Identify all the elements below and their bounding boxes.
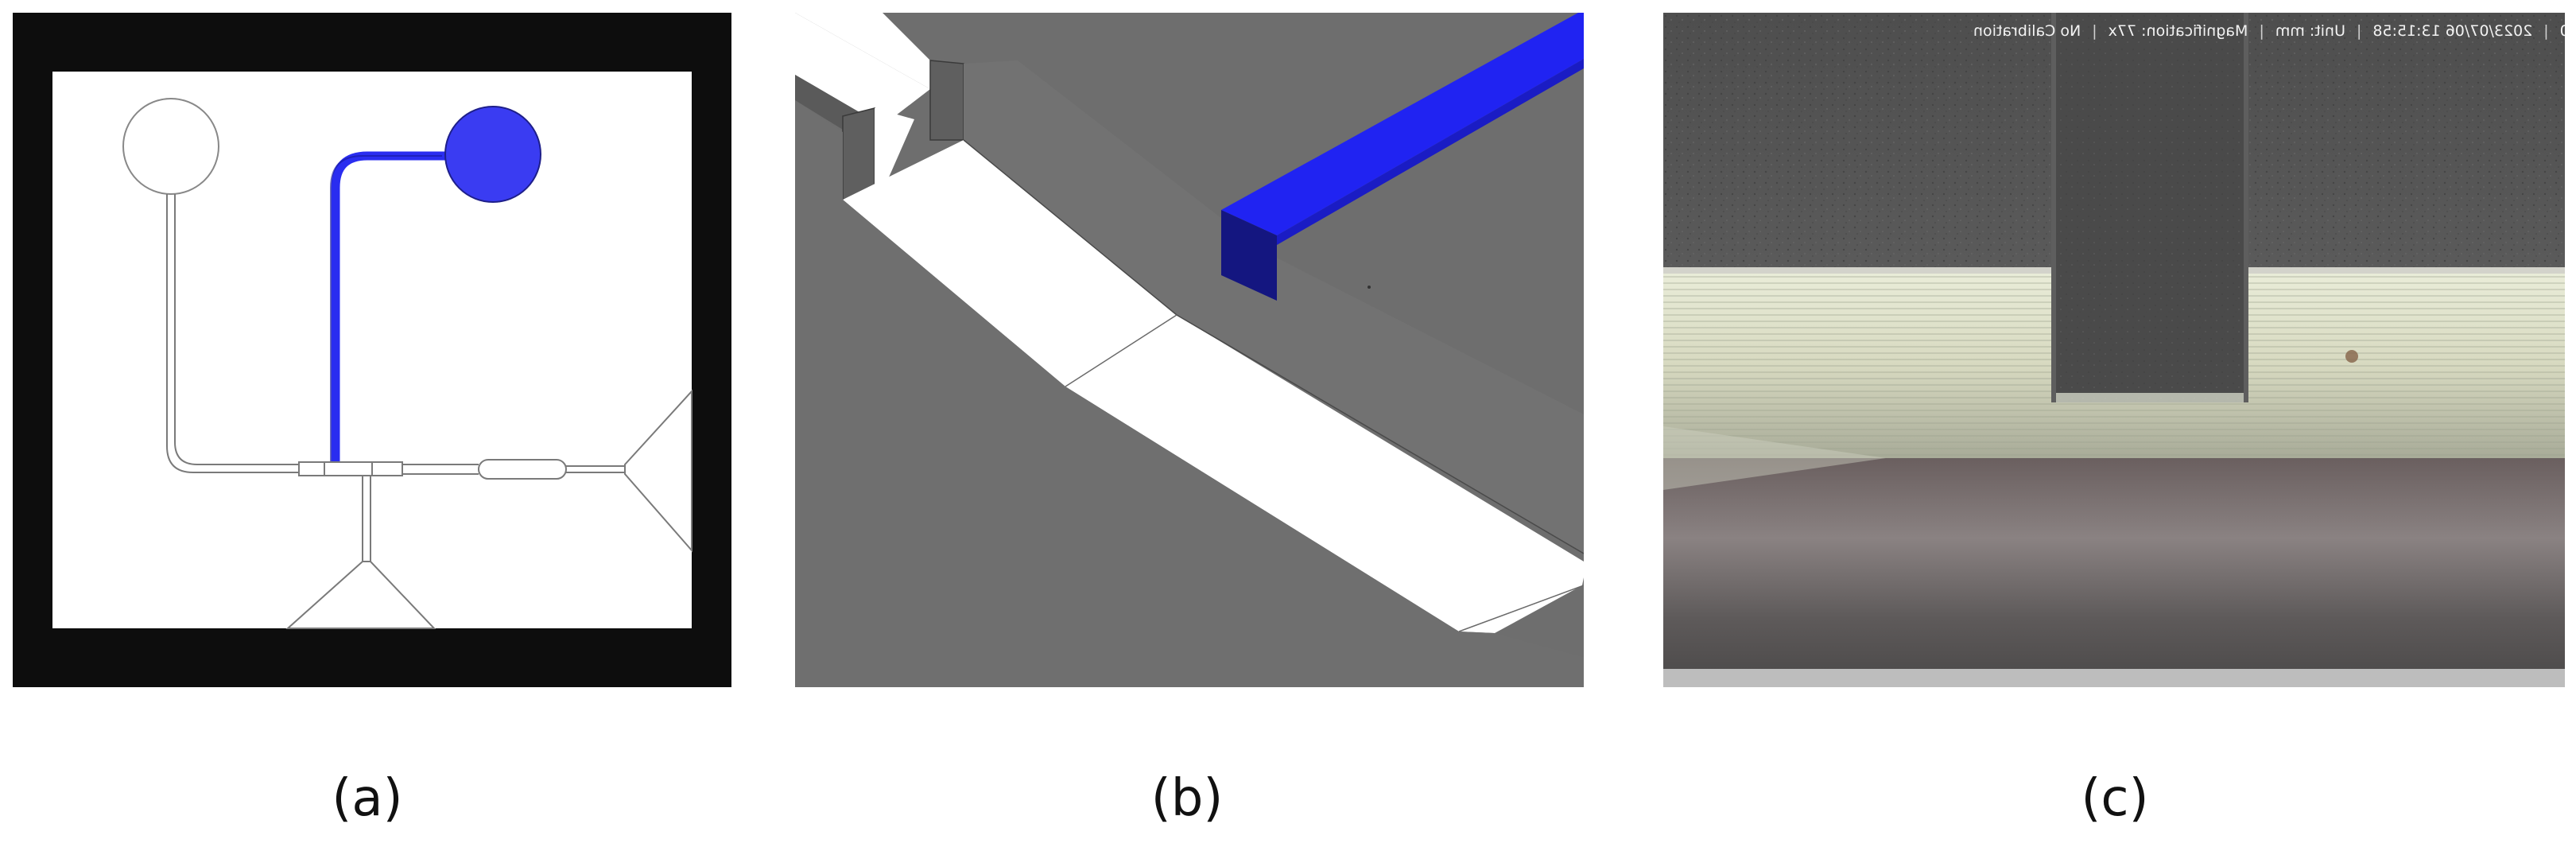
panel-b-3d-render xyxy=(795,13,1584,687)
overlay-resolution: 640x480 xyxy=(2560,22,2565,40)
channel-3d-drawing xyxy=(795,13,1584,687)
channel-floor xyxy=(843,140,1584,633)
overlay-calibration: No Calibration xyxy=(1973,22,2081,40)
overlay-magnification: Magnification: 77x xyxy=(2108,22,2248,40)
outlet-funnel-bottom xyxy=(285,561,436,629)
panel-a-chip-layout xyxy=(13,13,731,687)
overlay-unit: Unit: mm xyxy=(2275,22,2345,40)
microscope-image xyxy=(1663,13,2565,687)
blue-channel-end-face xyxy=(1221,210,1277,301)
blue-channel-beam xyxy=(1221,13,1584,235)
microscope-info-overlay: A101 | 640x480 | 2023/07/06 13:15:58 | U… xyxy=(1973,19,2565,43)
blue-channel-edge xyxy=(330,155,442,464)
inlet-reservoir-left xyxy=(122,98,219,195)
junction-block xyxy=(298,461,403,476)
panel-c-microscope-photo: A101 | 640x480 | 2023/07/06 13:15:58 | U… xyxy=(1663,13,2565,687)
caption-a: (a) xyxy=(332,769,403,828)
overlay-timestamp: 2023/07/06 13:15:58 xyxy=(2372,22,2533,40)
left-channel-inner xyxy=(174,194,299,465)
inlet-reservoir-blue xyxy=(444,106,541,203)
reaction-chamber xyxy=(478,459,567,480)
caption-b: (b) xyxy=(1150,769,1224,828)
outlet-funnel-right xyxy=(624,389,692,553)
left-channel-outer xyxy=(166,194,299,473)
chip-layout-drawing xyxy=(52,72,692,629)
caption-c: (c) xyxy=(2081,769,2149,828)
